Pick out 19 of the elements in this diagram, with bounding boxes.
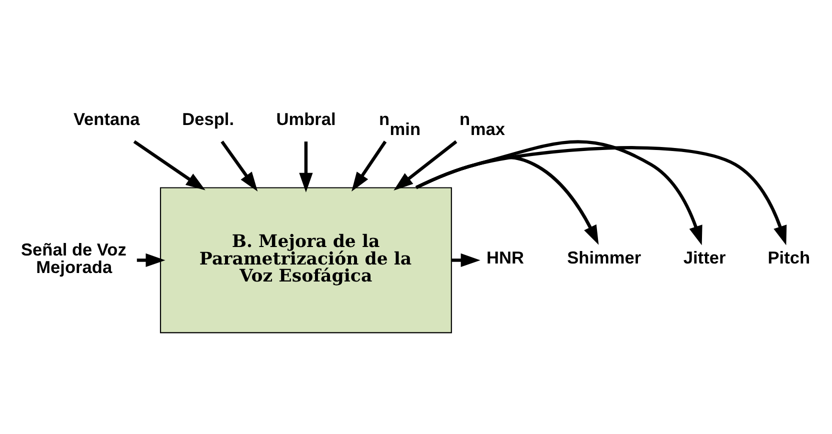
node-text: Jitter	[683, 246, 726, 267]
arrow	[352, 140, 387, 192]
arrow	[416, 146, 787, 245]
arrow	[394, 140, 458, 190]
arrow	[299, 141, 313, 192]
node-text: Pitch	[768, 246, 810, 267]
arrow	[136, 252, 166, 267]
node-text: Umbral	[276, 108, 336, 128]
node-text: Shimmer	[567, 246, 642, 267]
node-text: Señal de Voz Mejorada	[21, 239, 126, 276]
arrow	[452, 252, 480, 267]
arrow	[220, 140, 258, 191]
arrow	[133, 140, 206, 190]
node-text: Despl.	[182, 108, 234, 128]
node-text: HNR	[486, 246, 524, 267]
node-box: B. Mejora de la Parametrización de la Voz Esofágica	[160, 186, 452, 333]
node-text: Ventana	[73, 108, 140, 128]
arrow	[416, 155, 599, 244]
arrow	[416, 140, 702, 245]
